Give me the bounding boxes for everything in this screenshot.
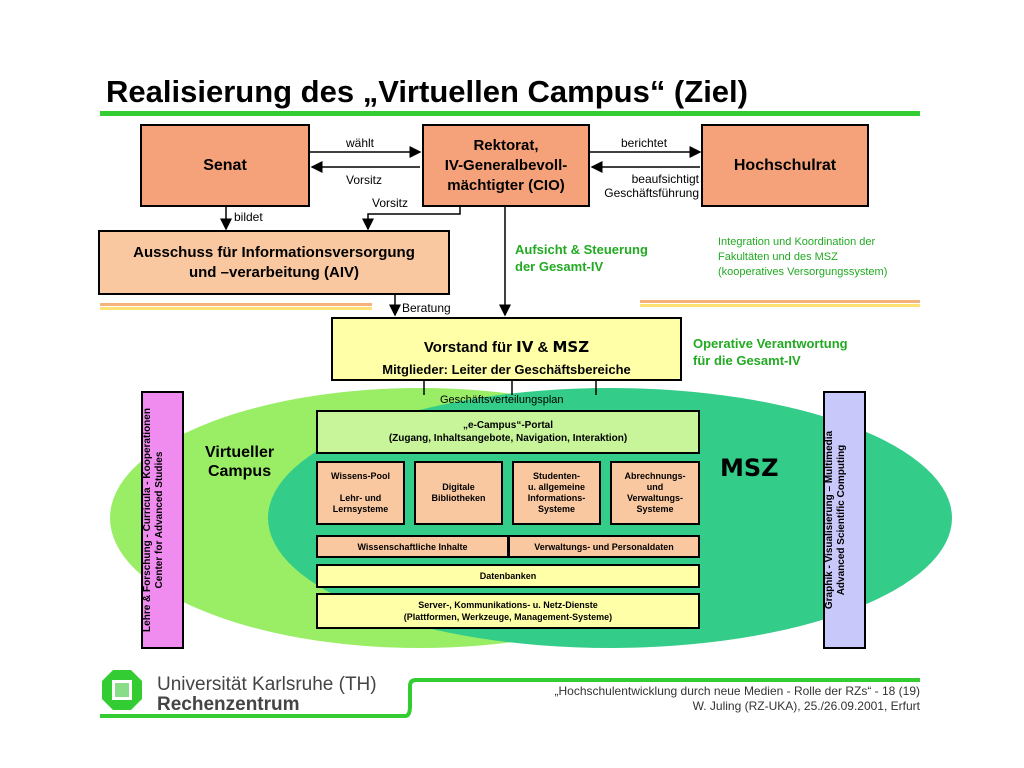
vorstand-iv: IV [516,338,534,356]
vorstand-amp: & [533,339,553,356]
right-stripe [640,300,920,307]
waehlt-label: wählt [346,136,375,150]
vorstand-box: Vorstand für IV & MSZ Mitglieder: Leiter… [331,317,682,381]
server-box: Server-, Kommunikations- u. Netz-Dienste… [316,593,700,629]
title-rule [100,111,920,116]
footer-university: Universität Karlsruhe (TH) [157,674,377,695]
senat-box: Senat [140,124,310,207]
left-bar [141,391,184,649]
portal-box: „e-Campus“-Portal (Zugang, Inhaltsangebo… [316,410,700,454]
virtueller-campus-label: Virtueller Campus [205,444,275,480]
logo-octagon [102,670,142,710]
vorstand-msz: MSZ [552,338,590,356]
beaufsichtigt-label: beaufsichtigt Geschäftsführung [604,172,699,200]
plan-label: Geschäftsverteilungsplan [440,394,564,406]
bildet-label: bildet [234,210,263,224]
integration-label: Integration und Koordination der Fakultä… [718,236,888,278]
abrechnung-box: Abrechnungs- und Verwaltungs- Systeme [610,461,700,525]
berichtet-label: berichtet [621,136,668,150]
msz-label: MSZ [720,454,779,482]
operative-label: Operative Verantwortung für die Gesamt-I… [693,336,848,368]
logo [100,668,144,712]
vorstand-prefix: Vorstand für [423,339,517,356]
aufsicht-label: Aufsicht & Steuerung der Gesamt-IV [515,242,648,274]
vorstand-members: Mitglieder: Leiter der Geschäftsbereiche [382,362,631,377]
footer-reference: „Hochschulentwicklung durch neue Medien … [554,684,921,698]
aiv-box: Ausschuss für Informationsversorgung und… [98,230,450,295]
footer-author: W. Juling (RZ-UKA), 25./26.09.2001, Erfu… [692,699,920,713]
footer-rz: Rechenzentrum [157,694,300,715]
vorsitz-label-1: Vorsitz [346,173,383,187]
vorsitz-label-2: Vorsitz [372,196,409,210]
hochschulrat-box: Hochschulrat [701,124,869,207]
right-bar [823,391,866,649]
page-title: Realisierung des „Virtuellen Campus“ (Zi… [106,74,748,109]
bibliotheken-box: Digitale Bibliotheken [414,461,503,525]
verwaltung-box: Verwaltungs- und Personaldaten [508,535,700,558]
vorstand-title: Vorstand für IV & MSZ [424,321,589,356]
wissenschaftlich-box: Wissenschaftliche Inhalte [316,535,509,558]
studenten-box: Studenten- u. allgemeine Informations- S… [512,461,601,525]
wissenspool-box: Wissens-Pool Lehr- und Lernsysteme [316,461,405,525]
aiv-stripe [100,303,372,310]
datenbanken-box: Datenbanken [316,564,700,588]
beratung-label: Beratung [402,301,451,315]
rektorat-box: Rektorat, IV-Generalbevoll- mächtigter (… [422,124,590,207]
